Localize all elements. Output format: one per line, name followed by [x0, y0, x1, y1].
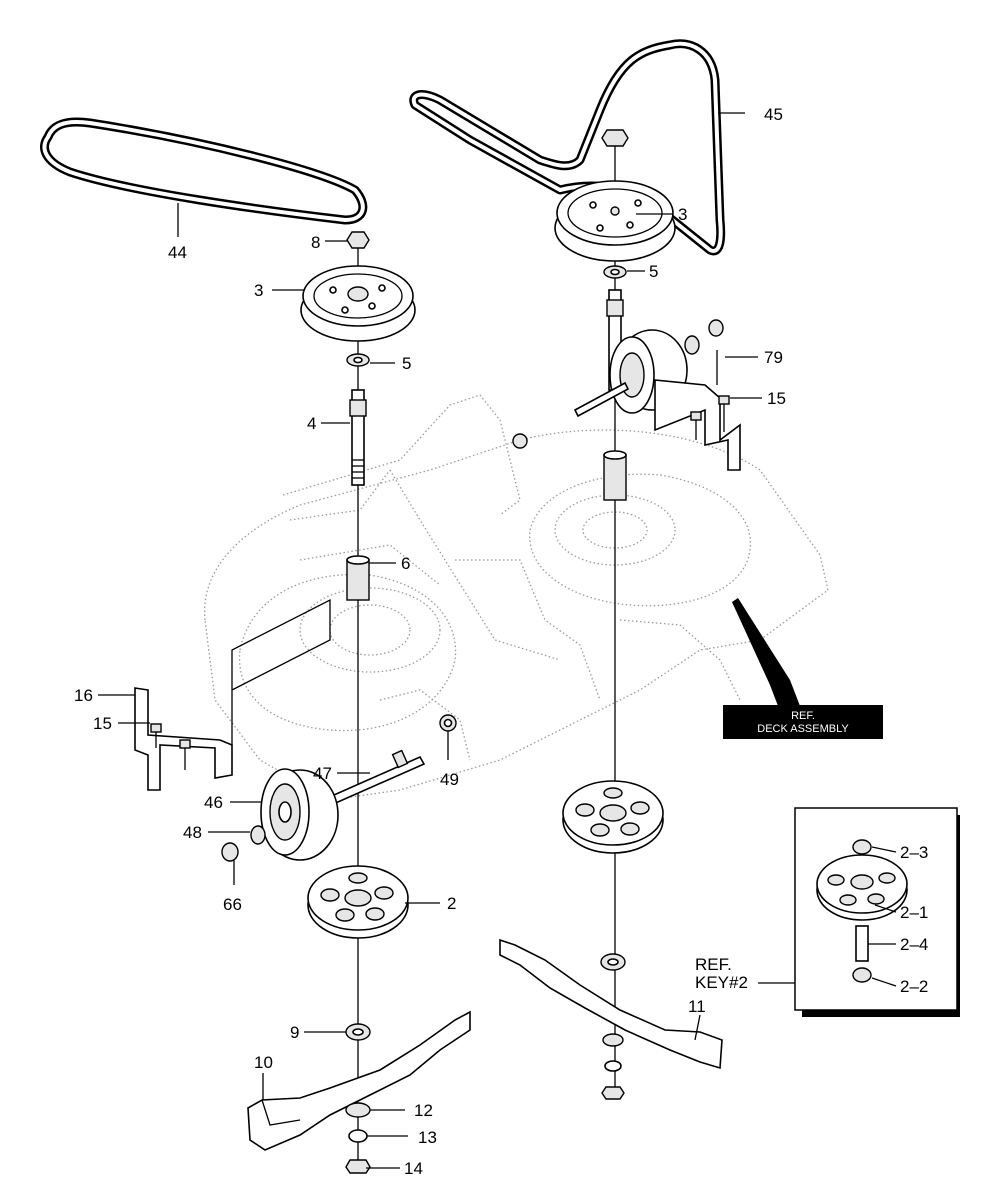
label-8: 8: [311, 233, 320, 252]
label-2-1: 2–1: [900, 903, 928, 922]
label-14: 14: [404, 1159, 423, 1178]
ref-key-2: REF. KEY#2: [695, 955, 795, 992]
label-15-left: 15: [93, 714, 112, 733]
label-2: 2: [447, 894, 456, 913]
washer-12: [345, 1102, 371, 1118]
screw-15-left-2: [179, 739, 191, 770]
label-6: 6: [401, 554, 410, 573]
inset-spacer: [855, 925, 869, 962]
label-16: 16: [74, 686, 93, 705]
spacer-right: [603, 450, 627, 501]
inset-bearing-bottom: [852, 967, 872, 983]
washer-5-left: [346, 353, 370, 367]
bearing-right: [600, 953, 626, 971]
clip-66: [221, 842, 239, 862]
spacer-6: [346, 555, 370, 601]
bearing-9: [345, 1023, 371, 1041]
nut-14: [345, 1159, 371, 1174]
inset-box: [794, 807, 960, 1017]
bracket-16: [134, 598, 331, 791]
nut-49: [439, 714, 457, 732]
label-10: 10: [254, 1053, 273, 1072]
ref-deck-assembly: REF. DECK ASSEMBLY: [723, 598, 883, 739]
wheel-46: [260, 768, 339, 861]
leader-lines: [98, 112, 762, 1169]
belt-44: [40, 117, 368, 225]
blade-11: [499, 938, 723, 1070]
label-2-2: 2–2: [900, 977, 928, 996]
ref-deck-line-1: REF.: [791, 710, 815, 722]
label-79: 79: [764, 348, 783, 367]
label-48: 48: [183, 823, 202, 842]
label-12: 12: [414, 1101, 433, 1120]
label-44: 44: [168, 243, 187, 262]
washer-right-bottom: [601, 1033, 625, 1100]
label-2-4: 2–4: [900, 935, 928, 954]
inset-bearing-top: [852, 839, 872, 855]
ref-deck-line-2: DECK ASSEMBLY: [757, 723, 849, 735]
nut-right-top: [601, 129, 629, 147]
label-4: 4: [307, 414, 316, 433]
washer-48: [250, 825, 266, 845]
label-3-left: 3: [254, 281, 263, 300]
washer-5-right: [603, 265, 627, 279]
ref-key-line-2: KEY#2: [695, 973, 748, 992]
label-47: 47: [313, 764, 332, 783]
pulley-left: [300, 265, 416, 342]
label-2-3: 2–3: [900, 843, 928, 862]
part-labels: 44 45 8 3 3 5 5 4 6 79 15 16 15 47 49 46…: [74, 105, 928, 1178]
label-15-right: 15: [767, 389, 786, 408]
lockwasher-13: [348, 1129, 368, 1143]
label-5-right: 5: [649, 262, 658, 281]
spindle-housing-2-left: [307, 865, 409, 939]
label-13: 13: [418, 1128, 437, 1147]
inset-housing: [816, 854, 908, 921]
deck-assembly-outline: [203, 394, 829, 801]
pulley-right: [554, 180, 676, 262]
label-49: 49: [440, 770, 459, 789]
spindle-shaft-4: [349, 389, 367, 486]
label-9: 9: [290, 1023, 299, 1042]
label-66: 66: [223, 895, 242, 914]
label-3-right: 3: [678, 205, 687, 224]
spindle-housing-right: [562, 780, 664, 854]
ref-key-line-1: REF.: [695, 955, 732, 974]
label-46: 46: [204, 793, 223, 812]
screw-15-right: [690, 395, 730, 440]
blade-10: [247, 1010, 471, 1151]
nut-8: [346, 231, 370, 249]
label-5-left: 5: [402, 354, 411, 373]
screw-15-left: [150, 723, 162, 748]
label-45: 45: [764, 105, 783, 124]
label-11: 11: [688, 997, 706, 1016]
